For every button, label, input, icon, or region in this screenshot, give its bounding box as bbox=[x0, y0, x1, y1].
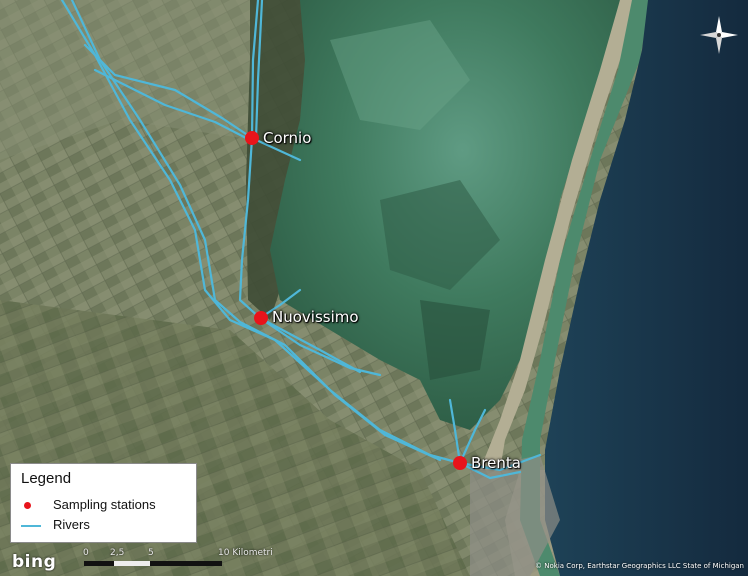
station-label-brenta: Brenta bbox=[471, 454, 521, 472]
scale-segment bbox=[114, 561, 150, 566]
legend-item-label: Sampling stations bbox=[53, 497, 156, 512]
bing-logo: bing bbox=[12, 552, 57, 572]
station-marker-nuovissimo[interactable] bbox=[254, 311, 268, 325]
map-copyright: © Nokia Corp, Earthstar Geographics LLC … bbox=[535, 562, 744, 570]
compass-rose-icon bbox=[700, 16, 738, 54]
blue-line-icon bbox=[19, 518, 43, 532]
legend-title: Legend bbox=[21, 470, 72, 487]
scale-tick: 10 Kilometri bbox=[218, 548, 273, 558]
legend-item-label: Rivers bbox=[53, 517, 90, 532]
scale-segment bbox=[150, 561, 222, 566]
legend-item-rivers: Rivers bbox=[19, 517, 90, 532]
scale-tick: 2,5 bbox=[110, 548, 125, 558]
river-network bbox=[60, 0, 542, 480]
scale-tick: 0 bbox=[83, 548, 89, 558]
station-marker-cornio[interactable] bbox=[245, 131, 259, 145]
scale-bar: 0 2,5 5 10 Kilometri bbox=[78, 548, 298, 574]
scale-segment bbox=[84, 561, 114, 566]
scale-tick: 5 bbox=[148, 548, 154, 558]
legend-item-sampling-stations: Sampling stations bbox=[19, 497, 156, 512]
map-legend: Legend Sampling stations Rivers bbox=[10, 463, 197, 543]
red-dot-icon bbox=[19, 498, 43, 512]
station-label-nuovissimo: Nuovissimo bbox=[272, 308, 359, 326]
station-marker-brenta[interactable] bbox=[453, 456, 467, 470]
station-label-cornio: Cornio bbox=[263, 129, 312, 147]
